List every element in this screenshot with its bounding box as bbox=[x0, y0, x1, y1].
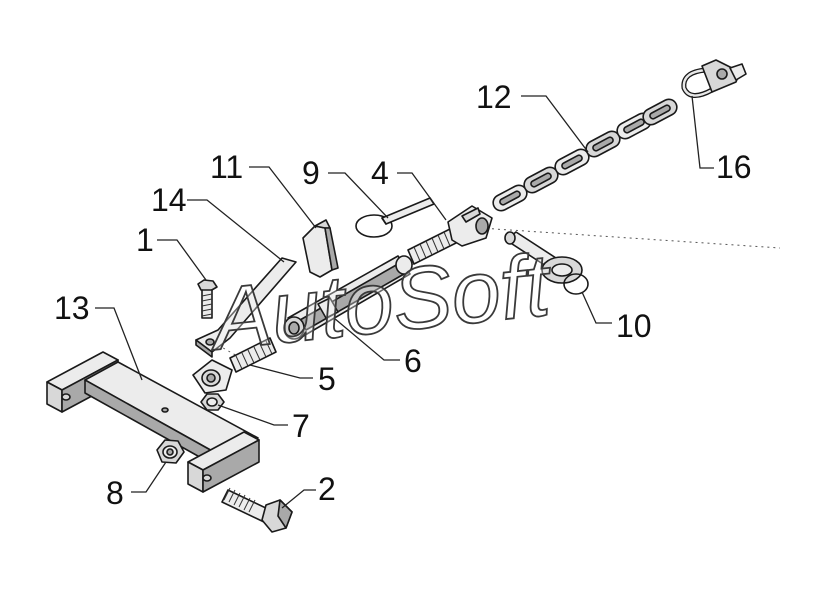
leader-lines bbox=[95, 95, 714, 509]
callout-8: 8 bbox=[106, 475, 124, 511]
part-7-nut bbox=[200, 393, 225, 411]
callout-7: 7 bbox=[292, 408, 310, 444]
part-8-nut bbox=[156, 439, 185, 464]
part-6-turnbuckle-sleeve bbox=[283, 255, 413, 340]
callout-9: 9 bbox=[302, 155, 320, 191]
callout-12: 12 bbox=[476, 79, 512, 115]
callout-1: 1 bbox=[136, 222, 154, 258]
callout-4: 4 bbox=[371, 155, 389, 191]
callout-14: 14 bbox=[151, 182, 187, 218]
part-2-bolt bbox=[221, 487, 293, 533]
watermark-text: AutoSoft bbox=[203, 234, 558, 369]
part-14-strap-plate bbox=[195, 257, 297, 358]
callout-16: 16 bbox=[716, 149, 752, 185]
part-13-frame-bar bbox=[46, 351, 260, 493]
callout-labels: 1 2 4 5 6 7 8 9 10 11 12 13 14 16 bbox=[54, 79, 752, 511]
part-1-bolt bbox=[197, 279, 218, 319]
part-5-threaded-fork bbox=[192, 337, 277, 394]
callout-2: 2 bbox=[318, 471, 336, 507]
callout-11: 11 bbox=[210, 149, 243, 185]
part-12-chain bbox=[492, 98, 678, 212]
callout-5: 5 bbox=[318, 361, 336, 397]
callout-6: 6 bbox=[404, 343, 422, 379]
part-10-clevis-pin bbox=[504, 231, 589, 295]
callout-10: 10 bbox=[616, 308, 652, 344]
part-4-threaded-clevis bbox=[407, 205, 493, 265]
part-11-spring-clip bbox=[302, 219, 339, 278]
part-16-shackle bbox=[681, 59, 747, 98]
part-9-linch-pin bbox=[355, 197, 435, 238]
callout-13: 13 bbox=[54, 290, 90, 326]
